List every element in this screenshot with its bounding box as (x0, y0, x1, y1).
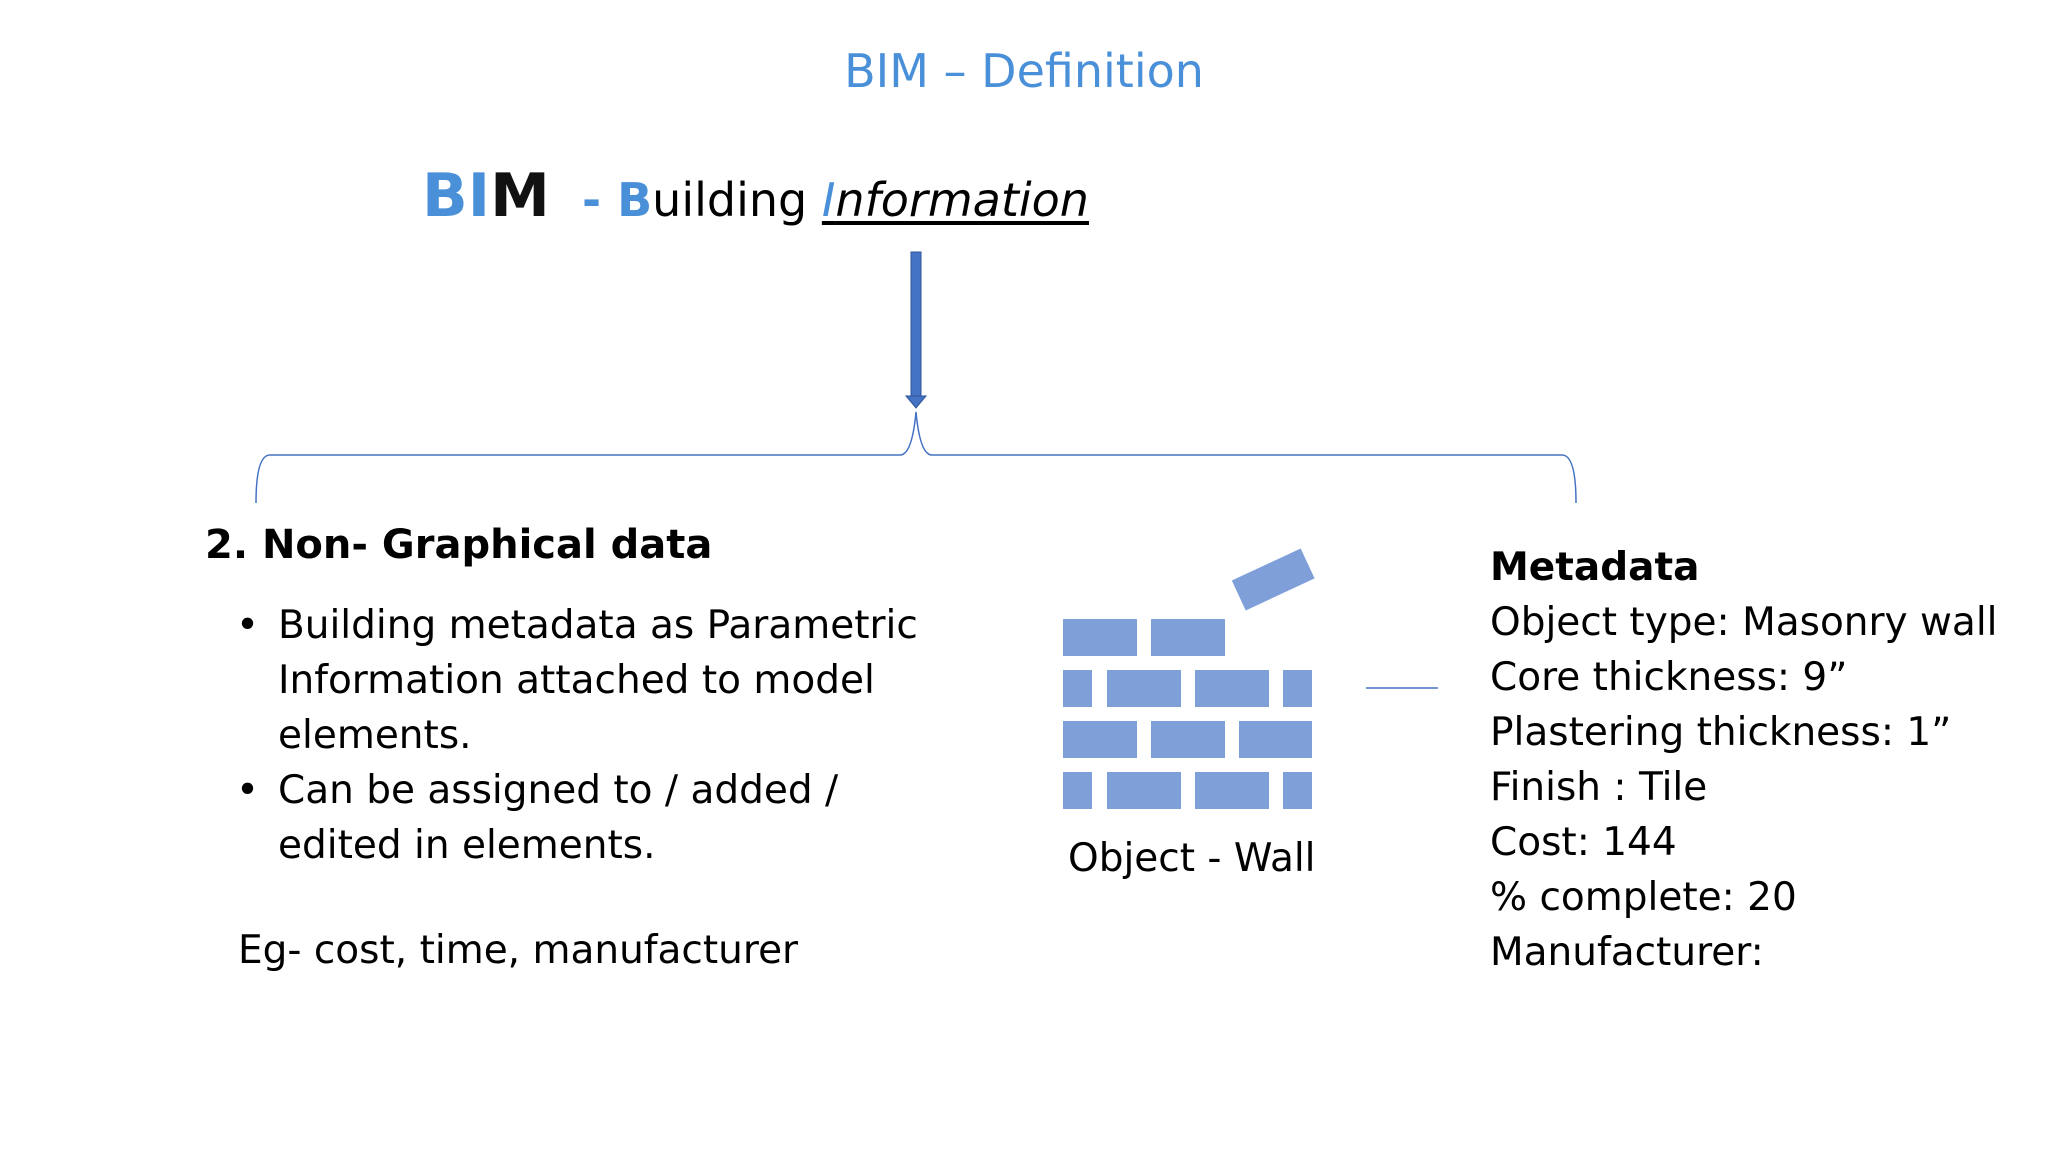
metadata-line: Cost: 144 (1490, 820, 1677, 865)
expansion-dash: - (582, 173, 618, 227)
bim-expansion: - Building Information (582, 177, 1089, 223)
wall-caption: Object - Wall (1068, 836, 1316, 881)
brick (1195, 772, 1269, 809)
brick (1195, 670, 1269, 707)
falling-brick (1231, 548, 1315, 611)
bim-acronym: BIM (422, 166, 550, 226)
information-rest: nformation (835, 173, 1089, 227)
down-arrow-head (904, 395, 928, 409)
brick (1107, 670, 1181, 707)
metadata-line: Plastering thickness: 1” (1490, 710, 1952, 755)
metadata-block: Metadata Object type: Masonry wall Core … (1490, 540, 1998, 980)
metadata-line: Manufacturer: (1490, 930, 1764, 975)
brick (1063, 670, 1092, 707)
metadata-line: Finish : Tile (1490, 765, 1708, 810)
brick (1239, 721, 1312, 758)
example-text: Eg- cost, time, manufacturer (238, 928, 799, 973)
metadata-line: Object type: Masonry wall (1490, 600, 1998, 645)
brick (1151, 721, 1225, 758)
information-initial: I (821, 173, 836, 227)
brick (1283, 670, 1312, 707)
non-graphical-heading: 2. Non- Graphical data (205, 522, 713, 568)
information-word: Information (822, 173, 1089, 227)
brick (1063, 619, 1137, 656)
brick (1151, 619, 1225, 656)
brick-wall-icon (1063, 548, 1315, 809)
bim-letters-blue: BI (422, 161, 491, 231)
bullet-list: Building metadata as Parametric Informat… (236, 598, 936, 873)
brick (1107, 772, 1181, 809)
bullet-item: Building metadata as Parametric Informat… (236, 598, 936, 763)
brick (1063, 772, 1092, 809)
slide-title: BIM – Definition (844, 44, 1204, 98)
building-initial: B (617, 173, 653, 227)
metadata-line: Core thickness: 9” (1490, 655, 1848, 700)
curly-brace (255, 411, 1577, 504)
brick (1283, 772, 1312, 809)
building-rest: uilding (652, 173, 822, 227)
down-arrow-shaft (910, 251, 922, 399)
metadata-title: Metadata (1490, 545, 1700, 590)
bim-letters-black: M (490, 161, 550, 231)
metadata-line: % complete: 20 (1490, 875, 1797, 920)
brick (1063, 721, 1137, 758)
bullet-item: Can be assigned to / added / edited in e… (236, 763, 936, 873)
